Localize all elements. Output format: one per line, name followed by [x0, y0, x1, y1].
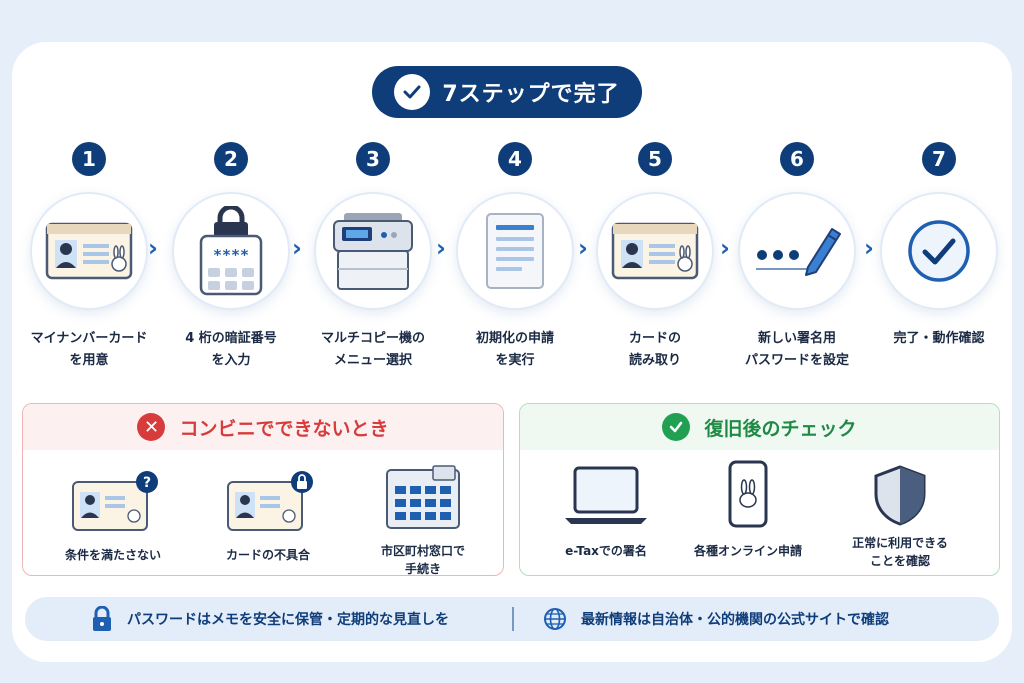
document-icon [456, 192, 574, 310]
id-card-icon [30, 192, 148, 310]
id-card-icon [596, 192, 714, 310]
password-tip: パスワードはメモを安全に保管・定期的な見直しを [91, 597, 449, 641]
step-label: 4 桁の暗証番号を入力 [185, 331, 277, 368]
smartphone-icon [728, 460, 768, 528]
chevron-right-icon: › [292, 234, 302, 262]
check-icon [394, 74, 431, 110]
close-icon: ✕ [137, 413, 166, 441]
list-item: 市区町村窓口で手続き [353, 464, 493, 576]
item-label: 市区町村窓口で手続き [380, 544, 465, 576]
footer-text-left: パスワードはメモを安全に保管・定期的な見直しを [127, 612, 449, 628]
step-5: 5 カードの読み取り [590, 142, 720, 372]
list-item: カードの不具合 [198, 470, 338, 564]
step-number: 4 [498, 142, 532, 176]
list-item: ? 条件を満たさない [43, 470, 183, 564]
chevron-right-icon: › [148, 234, 158, 262]
step-4: 4 初期化の申請を実行 [450, 142, 580, 372]
svg-text:****: **** [213, 246, 249, 264]
chevron-right-icon: › [436, 234, 446, 262]
globe-icon [544, 608, 566, 630]
step-number: 2 [214, 142, 248, 176]
step-6: 6 新しい署名用パスワードを設定 [732, 142, 862, 372]
step-label: 初期化の申請を実行 [475, 331, 554, 368]
item-label: 各種オンライン申請 [693, 544, 802, 558]
after-recovery-check-panel: 復旧後のチェック e-Taxでの署名 各種オンライン申請 正常に利用できることを… [519, 403, 1000, 576]
id-card-lock-icon [227, 471, 313, 531]
shield-icon [874, 465, 926, 526]
step-label: カードの読み取り [628, 331, 681, 368]
laptop-icon [565, 466, 647, 524]
multifunction-printer-icon [314, 192, 432, 310]
panel-header: ✕ コンビニでできないとき [23, 404, 503, 450]
chevron-right-icon: › [864, 234, 874, 262]
page-title: 7ステップで完了 [442, 82, 620, 107]
check-circle-icon [880, 192, 998, 310]
chevron-right-icon: › [720, 234, 730, 262]
id-card-question-icon: ? [72, 471, 158, 531]
step-1: 1 マイナンバーカードを用意 [24, 142, 154, 372]
lock-icon [93, 606, 111, 631]
step-number: 1 [72, 142, 106, 176]
list-item: e-Taxでの署名 [536, 464, 676, 560]
step-number: 7 [922, 142, 956, 176]
title-banner: 7ステップで完了 [372, 66, 642, 118]
step-3: 3 マルチコピー機のメニュー選択 [308, 142, 438, 372]
step-7: 7 完了・動作確認 [874, 142, 1004, 350]
step-label: マルチコピー機のメニュー選択 [320, 331, 425, 368]
footer-text-right: 最新情報は自治体・公的機関の公式サイトで確認 [581, 612, 889, 628]
panel-title: 復旧後のチェック [704, 417, 857, 440]
list-item: 正常に利用できることを確認 [830, 464, 970, 570]
item-label: 条件を満たさない [64, 548, 161, 562]
step-number: 5 [638, 142, 672, 176]
official-info-tip: 最新情報は自治体・公的機関の公式サイトで確認 [543, 597, 889, 641]
list-item: 各種オンライン申請 [678, 460, 818, 560]
item-label: 正常に利用できることを確認 [852, 536, 948, 568]
item-label: カードの不具合 [225, 548, 310, 562]
step-label: 新しい署名用パスワードを設定 [744, 331, 849, 368]
step-label: 完了・動作確認 [893, 331, 985, 346]
password-pen-icon [738, 192, 856, 310]
chevron-right-icon: › [578, 234, 588, 262]
tips-footer: パスワードはメモを安全に保管・定期的な見直しを 最新情報は自治体・公的機関の公式… [25, 597, 999, 641]
step-label: マイナンバーカードを用意 [30, 331, 148, 368]
pin-keypad-icon: **** [172, 192, 290, 310]
city-office-icon [386, 465, 460, 529]
panel-title: コンビニでできないとき [179, 417, 389, 440]
item-label: e-Taxでの署名 [565, 544, 647, 558]
divider [512, 607, 514, 631]
step-number: 3 [356, 142, 390, 176]
step-2: 2 **** 4 桁の暗証番号を入力 [166, 142, 296, 372]
cannot-at-convenience-panel: ✕ コンビニでできないとき ? 条件を満たさない [22, 403, 504, 576]
panel-header: 復旧後のチェック [520, 404, 999, 450]
step-number: 6 [780, 142, 814, 176]
check-icon [662, 413, 691, 441]
svg-text:?: ? [143, 475, 151, 491]
